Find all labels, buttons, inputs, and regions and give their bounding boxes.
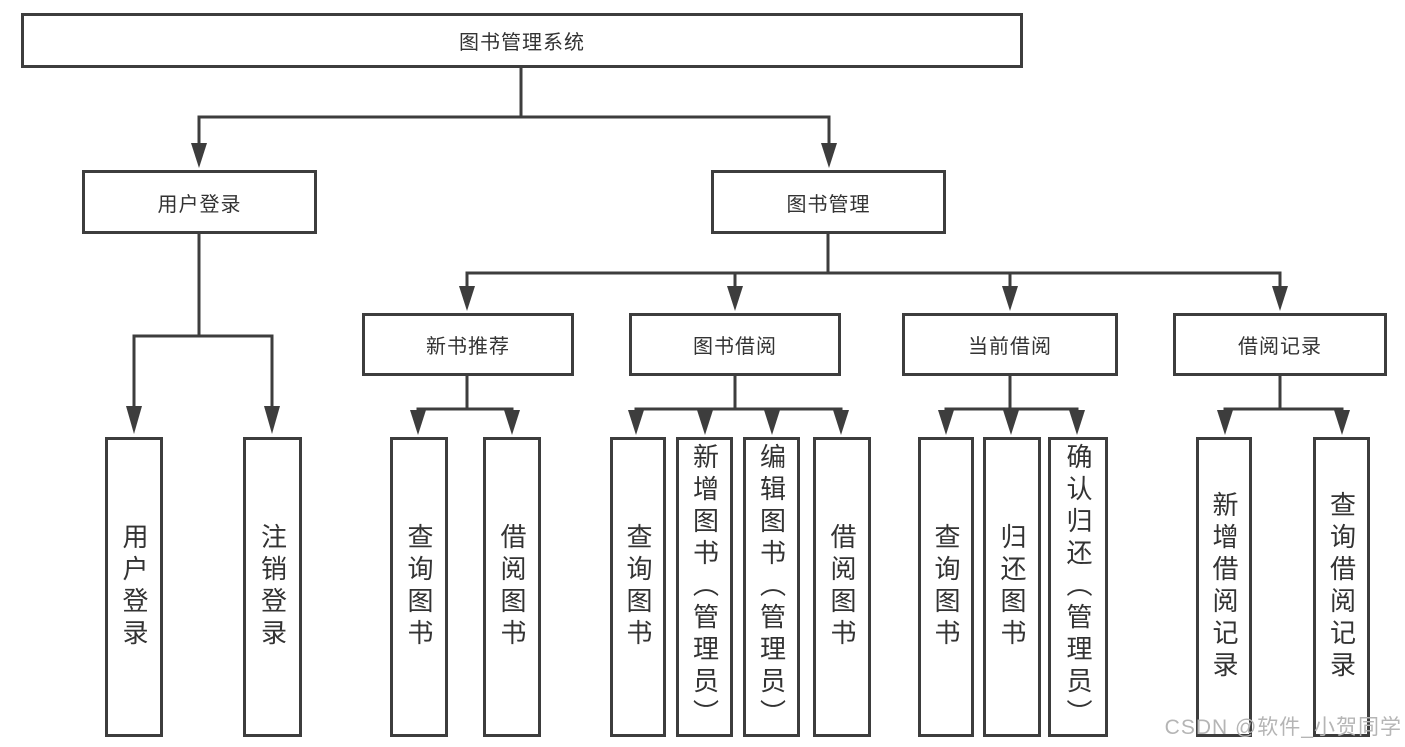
arrowhead-icon [1002,286,1018,311]
node-book-borrow-label: 图书借阅 [693,336,777,358]
node-book-management-label: 图书管理 [786,193,871,216]
leaf-logout: 注销登录 [243,437,302,737]
watermark: CSDN @软件_小贺同学 [1164,716,1402,739]
leaf-user-login: 用户登录 [105,437,163,737]
leaf-return-book: 归还图书 [983,437,1041,737]
arrowhead-icon [191,143,207,168]
arrowhead-icon [697,410,713,435]
arrowhead-icon [410,410,426,435]
leaf-query-borrow-record-label: 查询借阅记录 [1326,491,1357,683]
leaf-query-book-1-label: 查询图书 [404,523,434,651]
leaf-add-book-admin-label: 新增图书（管理员） [689,443,720,731]
leaf-query-book-1: 查询图书 [390,437,448,737]
leaf-confirm-return-admin-label: 确认归还（管理员） [1063,443,1093,731]
node-borrow-record: 借阅记录 [1173,313,1387,376]
node-book-management: 图书管理 [711,170,946,234]
arrowhead-icon [126,406,142,434]
arrowhead-icon [1217,410,1233,435]
leaf-return-book-label: 归还图书 [997,523,1027,651]
leaf-query-borrow-record: 查询借阅记录 [1313,437,1370,737]
connector-arrowheads [126,143,1350,435]
node-borrow-record-label: 借阅记录 [1238,336,1322,358]
leaf-borrow-book-1-label: 借阅图书 [497,523,527,651]
leaf-confirm-return-admin: 确认归还（管理员） [1048,437,1108,737]
leaf-borrow-book-1: 借阅图书 [483,437,541,737]
leaf-add-borrow-record-label: 新增借阅记录 [1209,491,1239,683]
leaf-borrow-book-2-label: 借阅图书 [827,523,857,651]
leaf-borrow-book-2: 借阅图书 [813,437,871,737]
leaf-logout-label: 注销登录 [257,523,288,651]
arrowhead-icon [459,286,475,311]
node-new-book-recommend: 新书推荐 [362,313,574,376]
leaf-edit-book-admin: 编辑图书（管理员） [743,437,800,737]
arrowhead-icon [764,410,780,435]
arrowhead-icon [504,410,520,435]
leaf-query-book-3-label: 查询图书 [931,523,961,651]
node-user-login-label: 用户登录 [157,193,242,216]
leaf-user-login-label: 用户登录 [119,523,149,651]
node-root: 图书管理系统 [21,13,1023,68]
leaf-add-book-admin: 新增图书（管理员） [676,437,733,737]
arrowhead-icon [264,406,280,434]
node-current-borrow-label: 当前借阅 [968,336,1052,358]
leaf-add-borrow-record: 新增借阅记录 [1196,437,1252,737]
node-book-borrow: 图书借阅 [629,313,841,376]
node-current-borrow: 当前借阅 [902,313,1118,376]
arrowhead-icon [1003,410,1019,435]
node-root-label: 图书管理系统 [459,32,585,54]
connector-lines [132,68,1344,411]
arrowhead-icon [628,410,644,435]
arrowhead-icon [1334,410,1350,435]
arrowhead-icon [1069,410,1085,435]
leaf-query-book-2-label: 查询图书 [623,523,653,651]
arrowhead-icon [938,410,954,435]
leaf-edit-book-admin-label: 编辑图书（管理员） [756,443,787,731]
leaf-query-book-2: 查询图书 [610,437,666,737]
arrowhead-icon [833,410,849,435]
arrowhead-icon [1272,286,1288,311]
arrowhead-icon [821,143,837,168]
node-new-book-recommend-label: 新书推荐 [426,336,510,358]
arrowhead-icon [727,286,743,311]
leaf-query-book-3: 查询图书 [918,437,974,737]
node-user-login: 用户登录 [82,170,317,234]
